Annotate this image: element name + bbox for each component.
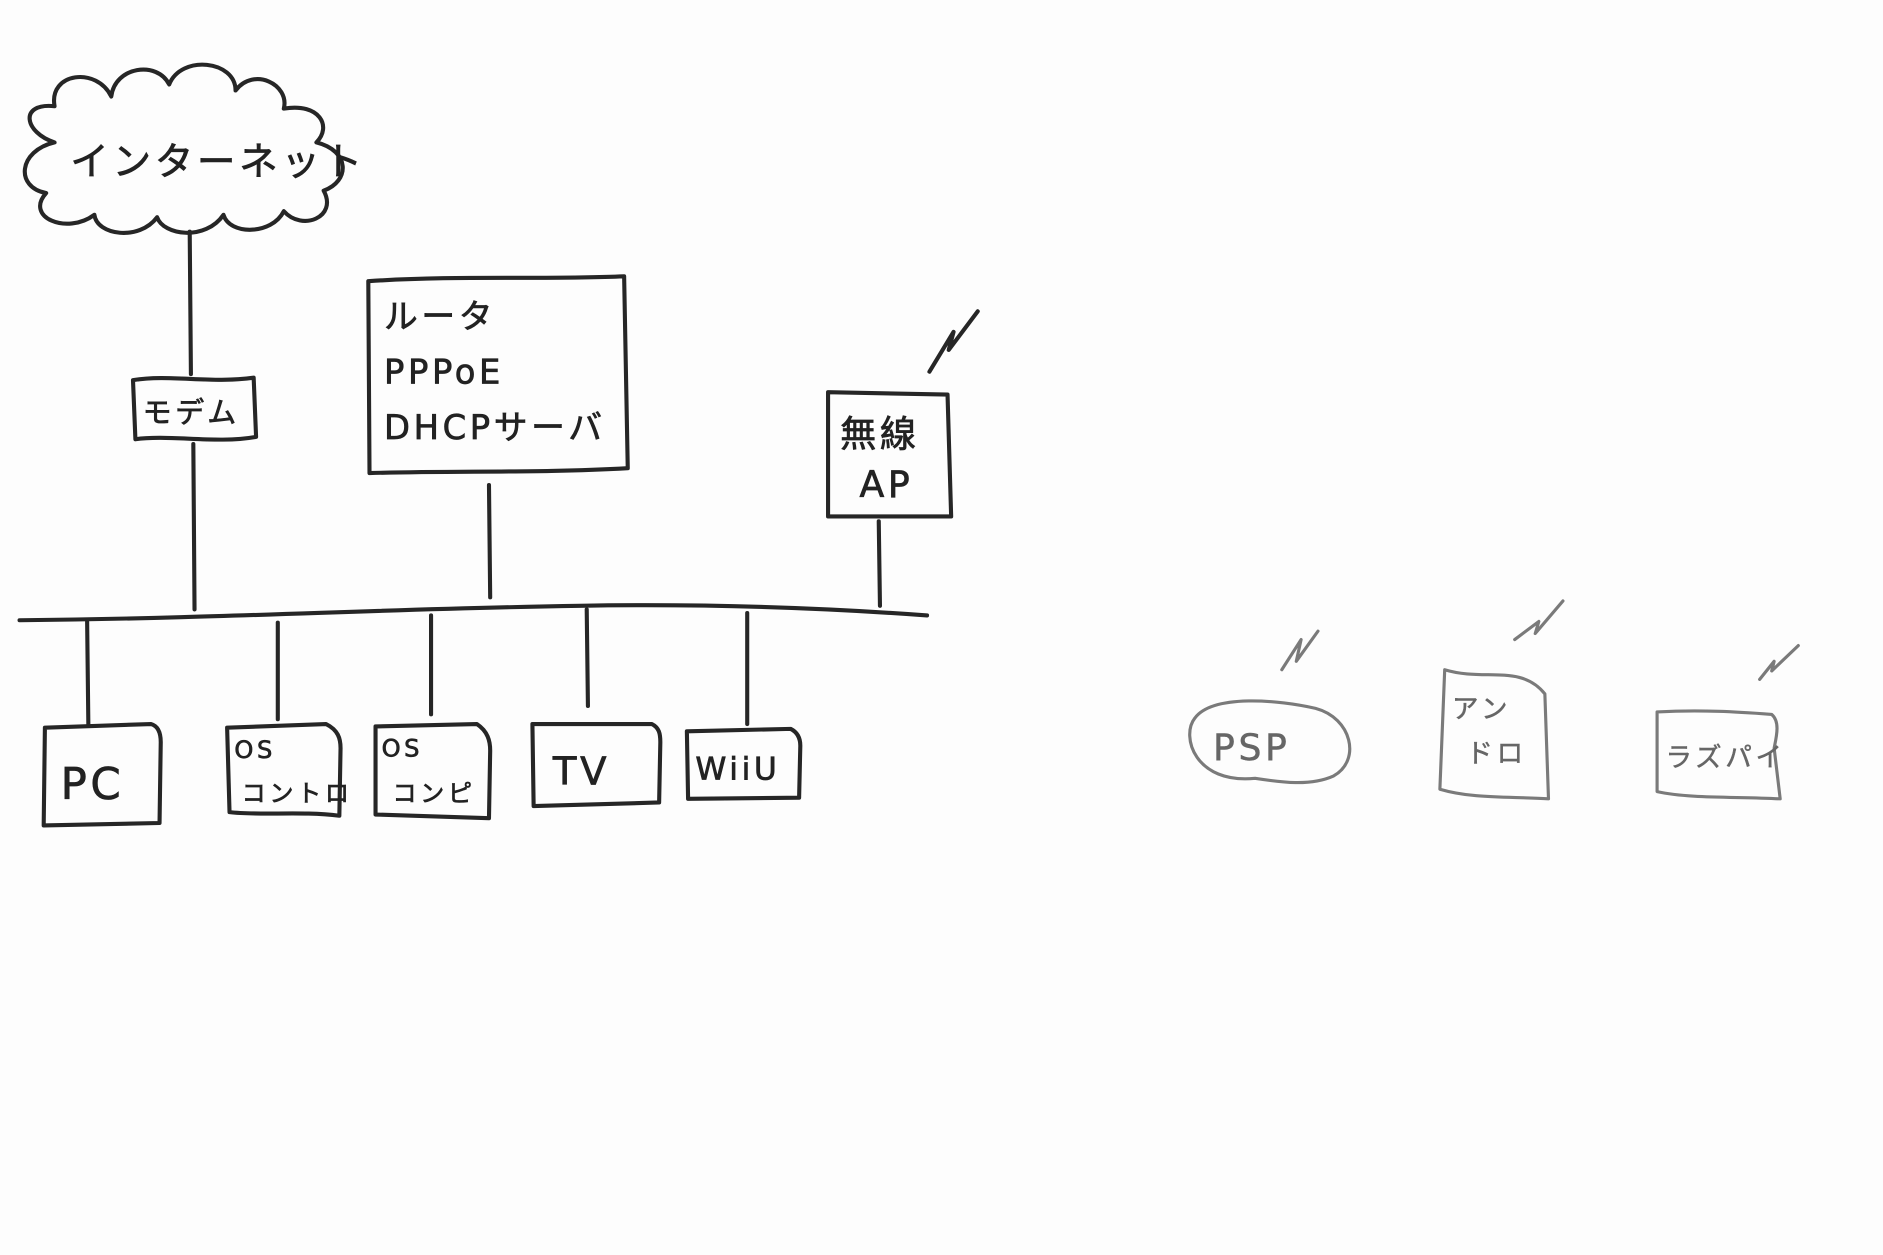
ap-line-2: AP (859, 463, 913, 506)
device-os-computer: OS コンピ (373, 721, 493, 821)
os-control-line-1: OS (234, 736, 276, 764)
device-tv: TV (530, 721, 663, 809)
link-router-bus (486, 483, 493, 600)
android-line-2: ドロ (1466, 739, 1526, 770)
tv-label: TV (552, 749, 610, 794)
router-line-1: ルータ (384, 297, 496, 336)
link-modem-bus (191, 442, 197, 612)
tv-box (530, 721, 663, 809)
wireless-ap-node: 無線 AP (826, 309, 980, 519)
modem-box (130, 375, 259, 442)
link-cloud-modem (187, 229, 193, 377)
link-ap-bus (876, 519, 883, 608)
device-wiiu: WiiU (684, 726, 803, 801)
pc-label: PC (61, 760, 125, 810)
router-line-2: PPPoE (384, 353, 504, 392)
os-control-line-2: コントロ (242, 779, 353, 807)
lan-bus-line (17, 603, 930, 623)
router-node: ルータ PPPoE DHCPサーバ (366, 274, 630, 476)
link-bus-tv (584, 607, 590, 708)
internet-label: インターネット (70, 140, 366, 185)
android-line-1: アン (1452, 694, 1511, 725)
wireless-signal-icon (1513, 599, 1565, 642)
wireless-signal-icon (927, 309, 980, 374)
wireless-signal-icon (1280, 629, 1320, 672)
link-bus-pc (85, 619, 91, 727)
modem-node: モデム (130, 375, 259, 442)
ap-box (826, 390, 954, 519)
wiiu-label: WiiU (695, 752, 780, 788)
ap-line-1: 無線 (840, 412, 920, 455)
device-pc: PC (41, 721, 163, 828)
internet-cloud: インターネット (22, 62, 366, 235)
raspberry-pi-label: ラズパイ (1666, 742, 1786, 773)
pc-box (41, 721, 163, 828)
os-computer-box (373, 721, 493, 821)
cloud-outline (22, 62, 345, 235)
device-psp: PSP (1188, 629, 1352, 785)
device-android: アン ドロ (1438, 599, 1565, 801)
router-box (366, 274, 630, 476)
os-computer-line-1: OS (382, 735, 424, 763)
wireless-signal-icon (1758, 644, 1800, 681)
psp-outline (1188, 699, 1352, 785)
modem-label: モデム (143, 395, 240, 429)
os-computer-line-2: コンピ (392, 779, 475, 807)
psp-label: PSP (1213, 726, 1290, 769)
android-box (1438, 668, 1551, 801)
wiiu-box (684, 726, 803, 801)
device-raspberry-pi: ラズパイ (1655, 644, 1800, 801)
raspberry-pi-box (1655, 709, 1782, 801)
os-control-box (225, 721, 343, 818)
device-os-control: OS コントロ (225, 721, 353, 818)
router-line-3: DHCPサーバ (384, 408, 606, 447)
